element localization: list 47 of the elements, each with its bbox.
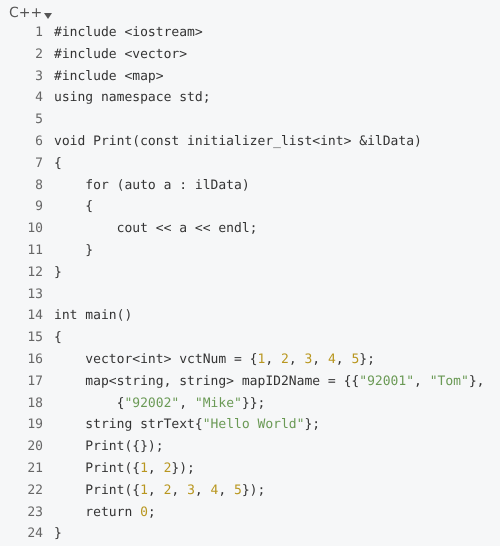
code-line: #include <iostream> (54, 24, 203, 42)
code-line: Print({1, 2, 3, 4, 5}); (84, 482, 266, 500)
code-line: void Print(const initializer_list<int> &ilData) (54, 133, 422, 151)
line-number: 17 (26, 372, 43, 391)
line-number: 11 (26, 242, 43, 260)
code-line: { (54, 154, 62, 173)
line-number: 24 (26, 525, 43, 544)
line-number: 15 (26, 329, 43, 348)
code-line: } (84, 242, 94, 260)
line-number: 12 (26, 264, 43, 282)
code-line: #include <vector> (54, 46, 188, 64)
line-number: 10 (26, 220, 43, 238)
line-number: 9 (34, 198, 43, 216)
code-line: } (54, 525, 62, 544)
code-line: { (54, 329, 62, 348)
line-number: 7 (34, 154, 43, 173)
code-line: string strText{"Hello World"}; (84, 416, 320, 434)
line-number: 18 (26, 394, 43, 413)
line-number: 20 (26, 438, 43, 456)
code-line: map<string, string> mapID2Name = {{"92001", "Tom"}, (84, 372, 484, 391)
line-number: 1 (34, 24, 43, 42)
code-line: Print({1, 2}); (84, 460, 195, 478)
code-line: Print({}); (84, 438, 164, 456)
code-line: vector<int> vctNum = {1, 2, 3, 4, 5}; (84, 351, 375, 369)
language-label: C++ (9, 5, 42, 21)
line-number: 4 (34, 89, 43, 108)
line-number: 21 (26, 460, 43, 478)
line-number: 22 (26, 482, 43, 500)
line-number: 13 (26, 286, 43, 304)
code-line: int main() (54, 307, 132, 326)
code-line: return 0; (84, 504, 156, 522)
code-line: } (54, 264, 62, 282)
line-number: 2 (34, 46, 43, 64)
code-line: #include <map> (54, 68, 164, 86)
code-line: { (84, 198, 94, 216)
line-number: 8 (34, 176, 43, 195)
line-number: 19 (26, 416, 43, 434)
line-number: 5 (34, 111, 43, 130)
line-number: 16 (26, 351, 43, 369)
code-line: for (auto a : ilData) (84, 176, 250, 195)
code-line: using namespace std; (54, 89, 211, 108)
line-number: 14 (26, 307, 43, 326)
code-line: cout << a << endl; (116, 220, 258, 238)
line-number: 6 (34, 133, 43, 151)
code-line: {"92002", "Mike"}}; (116, 394, 266, 413)
line-number: 23 (26, 504, 43, 522)
line-number: 3 (34, 68, 43, 86)
